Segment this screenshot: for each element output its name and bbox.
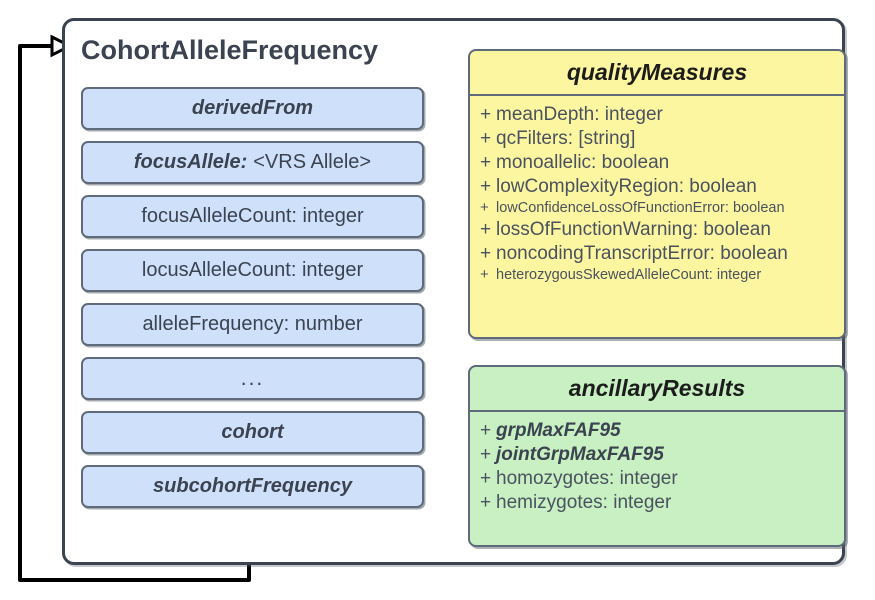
attribute-ellipsis[interactable]: ... [81,357,424,400]
attribute-label: focusAlleleCount: integer [141,205,364,227]
attribute-alleleFrequency[interactable]: alleleFrequency: number [81,303,424,346]
member-label: qcFilters: [string] [496,127,636,149]
attribute-label: cohort [221,421,284,443]
member-label: hemizygotes: integer [496,491,672,513]
member-label: homozygotes: integer [496,467,678,489]
member-row: + jointGrpMaxFAF95 [480,443,844,467]
attribute-label: focusAllele: [133,151,248,173]
member-row: + homozygotes: integer [480,467,844,491]
attribute-label: ... [240,366,265,390]
quality-measures-member-list: + meanDepth: integer + qcFilters: [strin… [470,96,844,291]
visibility-marker: + [480,467,492,489]
ancillary-results-title: ancillaryResults [470,367,844,412]
visibility-marker: + [480,242,492,264]
member-row: + heterozygousSkewedAlleleCount: integer [480,266,844,285]
attribute-list: derivedFrom focusAllele:<VRS Allele> foc… [81,87,424,519]
member-row: + monoallelic: boolean [480,151,844,175]
attribute-derivedFrom[interactable]: derivedFrom [81,87,424,130]
member-row: + hemizygotes: integer [480,491,844,515]
member-row: + grpMaxFAF95 [480,419,844,443]
quality-measures-title: qualityMeasures [470,51,844,96]
member-label: lowConfidenceLossOfFunctionError: boolea… [496,199,785,216]
attribute-subcohortFrequency[interactable]: subcohortFrequency [81,465,424,508]
attribute-type: <VRS Allele> [253,151,372,173]
class-box-quality-measures[interactable]: qualityMeasures + meanDepth: integer + q… [468,49,846,339]
visibility-marker: + [480,151,492,173]
attribute-label: locusAlleleCount: integer [141,259,364,281]
member-label: jointGrpMaxFAF95 [496,443,664,465]
member-row: + lowConfidenceLossOfFunctionError: bool… [480,199,844,218]
attribute-locusAlleleCount[interactable]: locusAlleleCount: integer [81,249,424,292]
visibility-marker: + [480,491,492,513]
attribute-focusAllele[interactable]: focusAllele:<VRS Allele> [81,141,424,184]
member-label: meanDepth: integer [496,104,663,125]
member-row: + noncodingTranscriptError: boolean [480,242,844,266]
attribute-label: alleleFrequency: number [142,313,363,335]
member-label: heterozygousSkewedAlleleCount: integer [496,266,762,283]
attribute-label: derivedFrom [191,97,314,119]
attribute-focusAlleleCount[interactable]: focusAlleleCount: integer [81,195,424,238]
attribute-label: subcohortFrequency [153,475,352,497]
visibility-marker: + [480,420,492,441]
visibility-marker: + [480,443,492,465]
visibility-marker: + [480,127,492,149]
member-row: + meanDepth: integer [480,103,844,127]
attribute-cohort[interactable]: cohort [81,411,424,454]
member-row: + lowComplexityRegion: boolean [480,175,844,199]
member-label: monoallelic: boolean [496,151,670,173]
member-row: + qcFilters: [string] [480,127,844,151]
member-label: noncodingTranscriptError: boolean [496,242,788,264]
member-row: + lossOfFunctionWarning: boolean [480,218,844,242]
visibility-marker: + [480,198,489,216]
visibility-marker: + [480,175,492,197]
member-label: lossOfFunctionWarning: boolean [496,218,771,240]
visibility-marker: + [480,218,492,240]
member-label: lowComplexityRegion: boolean [496,175,757,197]
class-title: CohortAlleleFrequency [81,35,379,65]
visibility-marker: + [480,265,489,283]
visibility-marker: + [480,104,492,125]
member-label: grpMaxFAF95 [496,420,621,441]
class-box-ancillary-results[interactable]: ancillaryResults + grpMaxFAF95 + jointGr… [468,365,846,547]
ancillary-results-member-list: + grpMaxFAF95 + jointGrpMaxFAF95 + homoz… [470,412,844,522]
class-box-cohort-allele-frequency: CohortAlleleFrequency derivedFrom focusA… [62,18,846,565]
